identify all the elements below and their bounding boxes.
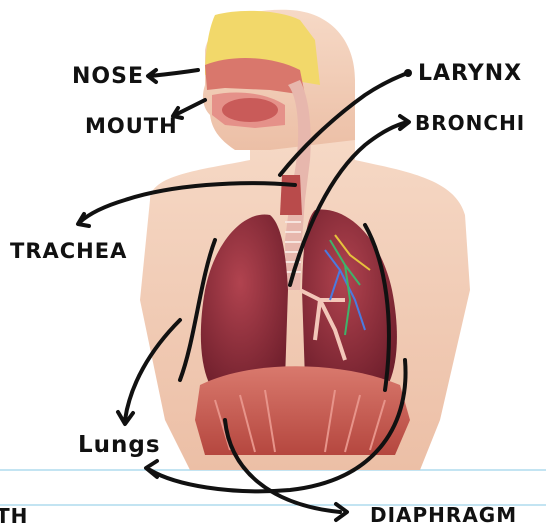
diaphragm-illustration xyxy=(195,366,410,455)
label-nose: NOSE xyxy=(72,64,144,89)
label-edge-fragment: TH xyxy=(0,504,28,528)
label-trachea: TRACHEA xyxy=(10,239,127,263)
label-diaphragm: DIAPHRAGM xyxy=(370,503,517,527)
label-lungs: Lungs xyxy=(78,432,161,458)
label-bronchi: BRONCHI xyxy=(415,111,525,135)
label-mouth: MOUTH xyxy=(85,114,178,138)
label-larynx: LARYNX xyxy=(418,61,522,86)
